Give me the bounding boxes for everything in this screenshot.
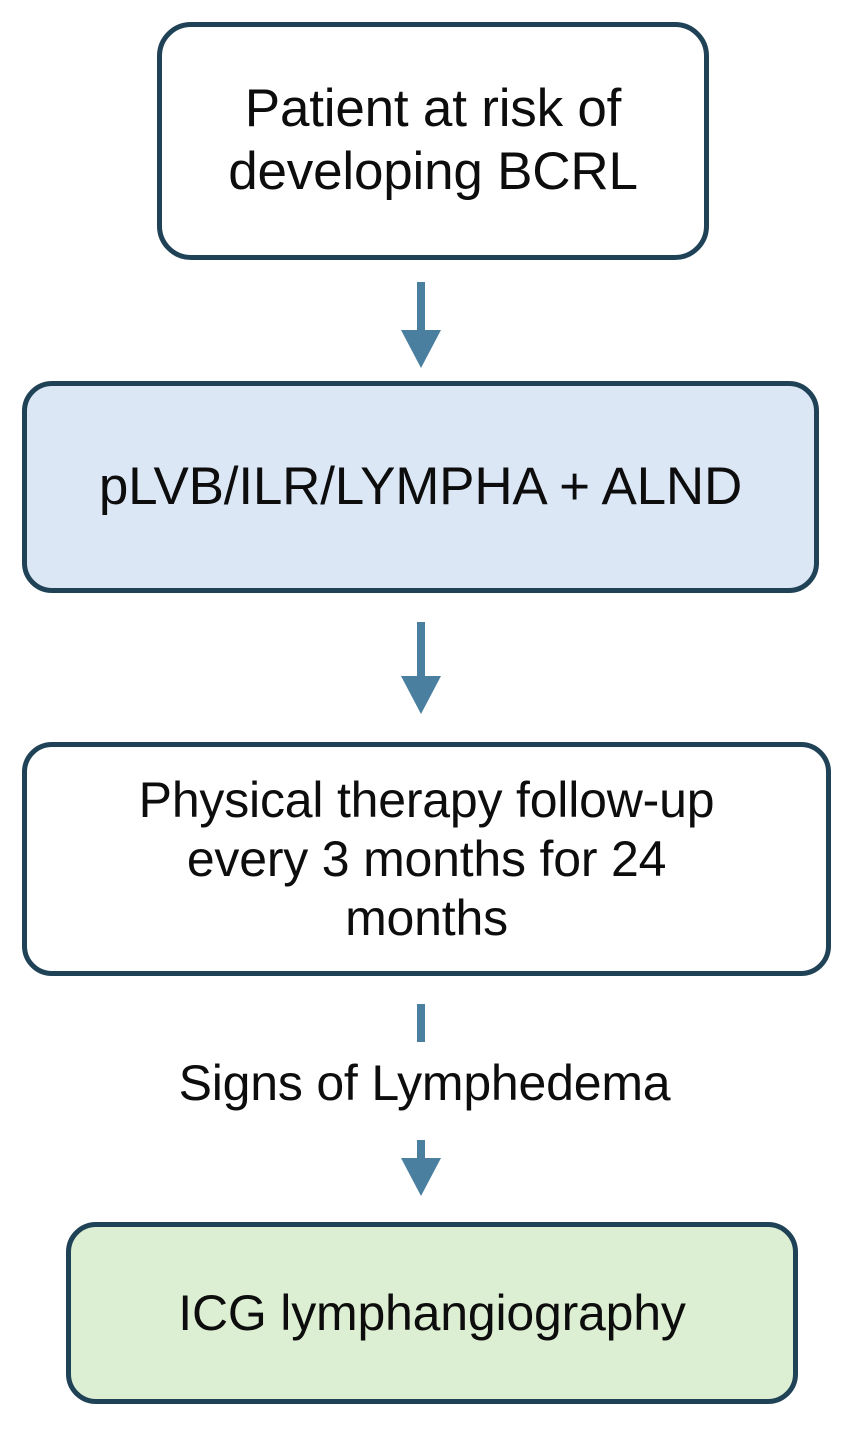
node-physical-therapy-followup-label: Physical therapy follow-up every 3 month… [138,771,715,946]
node-plvb-ilr-lympha-alnd[interactable]: pLVB/ILR/LYMPHA + ALND [22,381,819,593]
arrow-followup-to-icg-head [401,1158,441,1196]
node-patient-at-risk-label: Patient at risk of developing BCRL [228,79,638,201]
node-plvb-ilr-lympha-alnd-label: pLVB/ILR/LYMPHA + ALND [98,456,743,516]
edge-label-signs-of-lymphedema-text: Signs of Lymphedema [178,1055,671,1111]
arrow-surgery-to-followup-head [401,676,441,714]
node-icg-lymphangiography[interactable]: ICG lymphangiography [66,1222,798,1404]
arrow-risk-to-surgery-head [401,330,441,368]
node-icg-lymphangiography-label: ICG lymphangiography [178,1284,686,1341]
edge-label-signs-of-lymphedema: Signs of Lymphedema [0,1056,849,1111]
node-patient-at-risk[interactable]: Patient at risk of developing BCRL [157,22,709,260]
node-physical-therapy-followup[interactable]: Physical therapy follow-up every 3 month… [22,742,831,976]
